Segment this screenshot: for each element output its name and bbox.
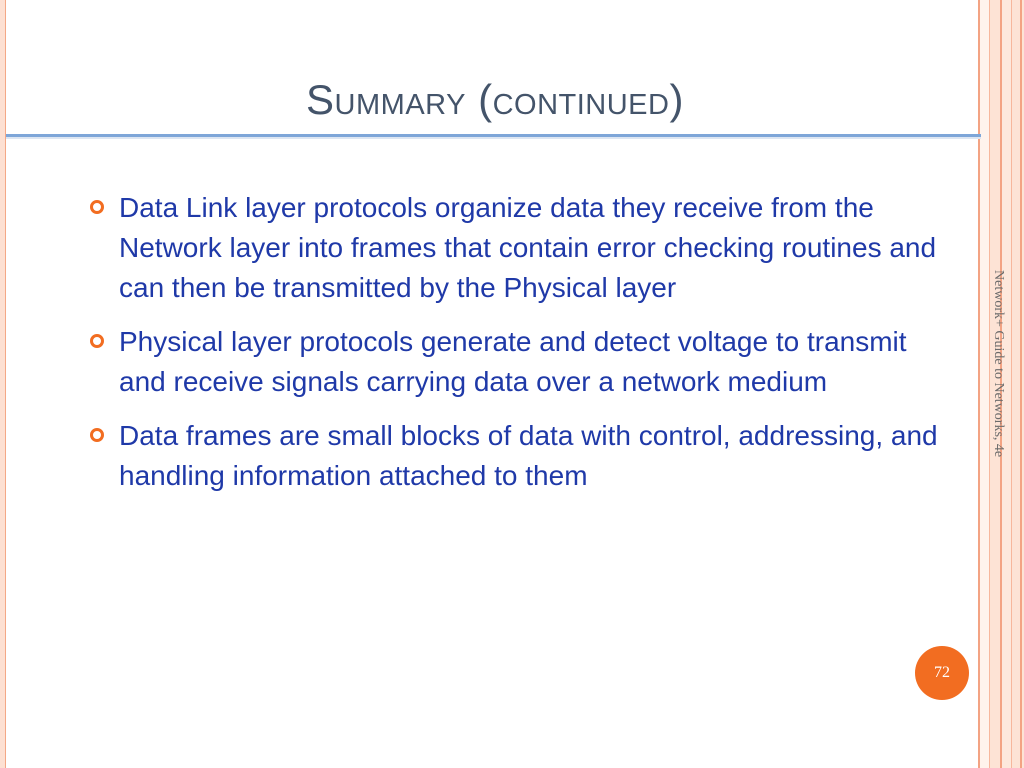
bullet-list: Data Link layer protocols organize data … [86,188,956,510]
book-title-footer: Network+ Guide to Networks, 4e [991,270,1006,458]
slide-title: Summary (continued) [306,76,684,123]
title-divider [6,134,981,137]
left-edge-decoration [0,0,6,768]
page-number: 72 [934,664,950,681]
bullet-text: Physical layer protocols generate and de… [119,326,907,397]
bullet-item: Physical layer protocols generate and de… [86,322,956,402]
bullet-text: Data frames are small blocks of data wit… [119,420,938,491]
bullet-circle-icon [90,200,104,214]
title-divider-shadow [6,137,981,139]
bullet-text: Data Link layer protocols organize data … [119,192,937,303]
bullet-item: Data frames are small blocks of data wit… [86,416,956,496]
right-stripe-decoration [978,0,1024,768]
bullet-circle-icon [90,334,104,348]
bullet-circle-icon [90,428,104,442]
bullet-item: Data Link layer protocols organize data … [86,188,956,308]
page-number-badge: 72 [915,646,969,700]
